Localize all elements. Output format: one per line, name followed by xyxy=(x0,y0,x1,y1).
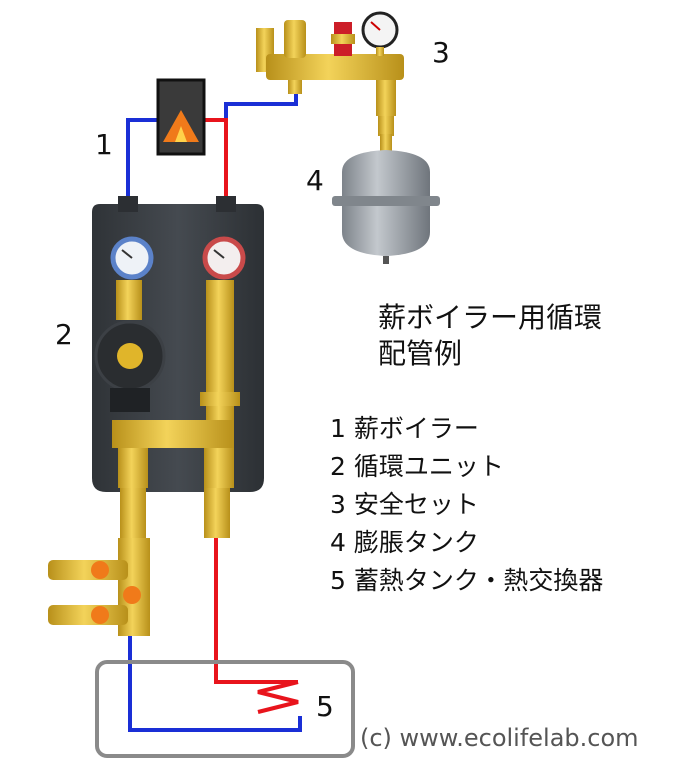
callout-storage: 5 xyxy=(316,690,334,723)
title-line-1: 薪ボイラー用循環 xyxy=(378,301,603,334)
legend-item: 1 薪ボイラー xyxy=(330,414,479,443)
supply-pipe-storage xyxy=(214,535,298,684)
circulation-unit-icon xyxy=(92,196,264,538)
return-pipe-expansion xyxy=(204,90,298,122)
return-pipe-boiler xyxy=(126,118,160,208)
supply-pipe-boiler xyxy=(202,118,228,208)
storage-tank-outline xyxy=(95,660,355,758)
diagram-title: 薪ボイラー用循環 配管例 xyxy=(378,300,602,372)
callout-unit: 2 xyxy=(55,318,73,351)
legend-item: 3 安全セット xyxy=(330,490,479,519)
supply-pipes xyxy=(202,118,299,714)
return-pipe-storage xyxy=(128,620,302,732)
valve-block-icon xyxy=(48,538,150,636)
copyright-notice: (c) www.ecolifelab.com xyxy=(360,724,639,752)
title-line-2: 配管例 xyxy=(378,337,463,370)
callout-safety: 3 xyxy=(432,36,450,69)
boiler-icon xyxy=(156,78,206,156)
safety-set-icon xyxy=(256,11,404,136)
callout-boiler: 1 xyxy=(95,128,113,161)
legend: 1 薪ボイラー 2 循環ユニット 3 安全セット 4 膨脹タンク 5 蓄熱タンク… xyxy=(330,410,603,600)
legend-item: 4 膨脹タンク xyxy=(330,528,479,557)
legend-item: 2 循環ユニット xyxy=(330,452,504,481)
legend-item: 5 蓄熱タンク・熱交換器 xyxy=(330,566,604,595)
expansion-tank-icon xyxy=(332,134,440,264)
callout-expansion: 4 xyxy=(306,164,324,197)
storage-coil xyxy=(257,680,299,714)
